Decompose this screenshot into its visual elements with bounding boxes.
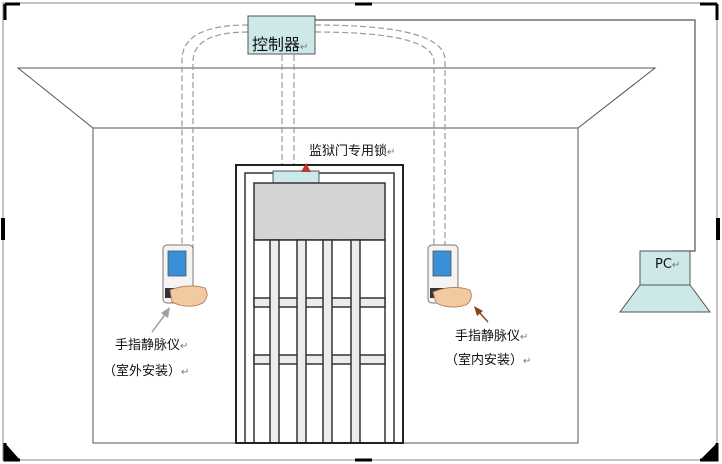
right-scanner-screen <box>432 250 452 277</box>
corner-mark-bl <box>3 443 20 462</box>
left-scanner-label: 手指静脉仪↵ <box>115 338 189 353</box>
crossbar-upper <box>253 297 386 308</box>
crossbar-lower <box>253 354 386 365</box>
lock-marker <box>301 163 311 172</box>
cable-left-inner <box>192 31 249 248</box>
right-hand <box>432 287 472 308</box>
cable-left-outer <box>181 24 249 248</box>
corner-mark-br <box>700 443 719 462</box>
bar-1 <box>269 239 280 444</box>
door-lock <box>272 170 320 184</box>
cables <box>181 24 446 248</box>
left-scanner-note: （室外安装）↵ <box>103 364 190 379</box>
pc <box>619 250 711 313</box>
bar-4 <box>350 239 361 444</box>
right-scanner <box>427 244 472 308</box>
pc-monitor <box>639 250 691 286</box>
corner-mark-tr <box>700 2 719 20</box>
left-hand <box>169 285 208 307</box>
door-top-panel <box>253 182 386 241</box>
pc-label: PC↵ <box>655 257 681 272</box>
pc-base <box>619 284 711 313</box>
bar-2 <box>296 239 307 444</box>
right-scanner-label: 手指静脉仪↵ <box>455 329 529 344</box>
right-arrow-head <box>474 306 483 316</box>
bar-3 <box>322 239 333 444</box>
cable-right-outer <box>314 24 446 248</box>
door-bars <box>253 239 386 444</box>
corner-mark-tl <box>3 2 20 20</box>
left-scanner <box>162 244 208 307</box>
lock-label: 监狱门专用锁↵ <box>309 144 396 159</box>
controller-box <box>247 15 316 55</box>
roof <box>16 67 657 129</box>
left-scanner-screen <box>167 250 187 277</box>
right-scanner-note: （室内安装）↵ <box>445 353 532 368</box>
left-arrow-head <box>161 307 170 318</box>
controller-label: 控制器↵ <box>252 35 309 54</box>
cable-right-inner <box>314 31 435 248</box>
